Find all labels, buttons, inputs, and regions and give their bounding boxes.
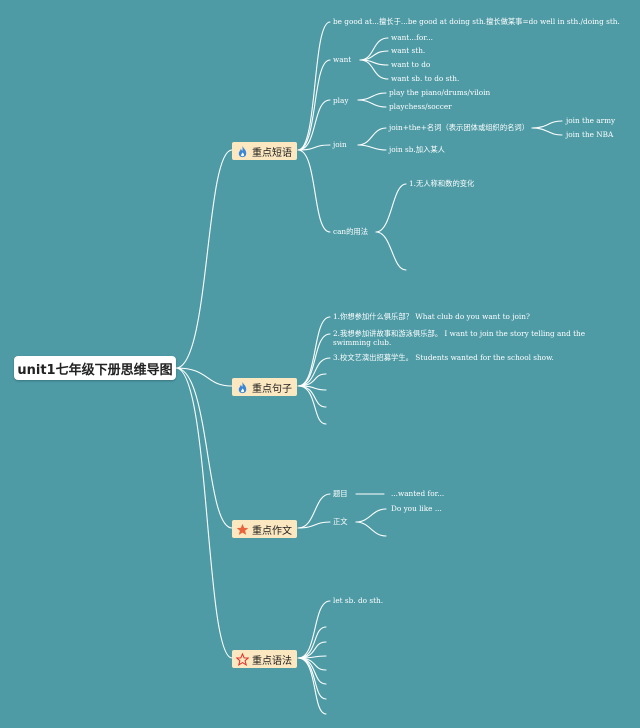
phrase-can-usage[interactable]: can的用法 <box>333 227 369 236</box>
phrase-want[interactable]: want <box>333 55 352 64</box>
topic-label: 重点作文 <box>252 525 292 537</box>
root-node[interactable]: unit1七年级下册思维导图 <box>14 356 176 380</box>
topic-key-sentences[interactable]: 重点句子 <box>232 378 297 396</box>
writing-body[interactable]: 正文 <box>333 517 348 526</box>
phrase-join[interactable]: join <box>333 140 347 149</box>
want-item[interactable]: want sb. to do sth. <box>391 74 460 83</box>
topic-key-grammar[interactable]: 重点语法 <box>232 650 297 668</box>
sentence-item[interactable]: 2.我想参加讲故事和游泳俱乐部。 I want to join the stor… <box>333 329 586 347</box>
topic-key-phrases[interactable]: 重点短语 <box>232 142 297 160</box>
play-item[interactable]: playchess/soccer <box>389 102 452 111</box>
writing-body-item[interactable]: Do you like ... <box>391 504 442 513</box>
want-item[interactable]: want to do <box>391 60 431 69</box>
topic-label: 重点句子 <box>252 383 292 395</box>
topic-key-writing[interactable]: 重点作文 <box>232 520 297 538</box>
grammar-item[interactable]: let sb. do sth. <box>333 596 384 605</box>
play-item[interactable]: play the piano/drums/viloin <box>389 88 491 97</box>
star-outline-icon <box>236 652 249 666</box>
writing-title[interactable]: 题目 <box>333 489 348 498</box>
can-item[interactable]: 1.无人称和数的变化 <box>409 179 475 188</box>
root-title: unit1七年级下册思维导图 <box>17 362 173 378</box>
flame-icon <box>238 145 247 157</box>
want-item[interactable]: want sth. <box>391 46 426 55</box>
phrase-play[interactable]: play <box>333 96 349 105</box>
topic-label: 重点语法 <box>252 655 292 667</box>
flame-icon <box>238 381 247 393</box>
want-item[interactable]: want...for... <box>391 33 433 42</box>
topic-label: 重点短语 <box>252 147 292 159</box>
join-the-item[interactable]: join the army <box>566 116 616 125</box>
phrase-be-good-at[interactable]: be good at...擅长于...be good at doing sth.… <box>333 17 620 26</box>
join-the-noun[interactable]: join+the+名词（表示团体或组织的名词） <box>389 123 530 132</box>
writing-title-item[interactable]: ...wanted for... <box>391 489 445 498</box>
sentence-item[interactable]: 1.你想参加什么俱乐部？ What club do you want to jo… <box>333 312 530 321</box>
star-icon <box>236 523 249 535</box>
sentence-item[interactable]: 3.校文艺演出招募学生。 Students wanted for the sch… <box>333 353 554 362</box>
join-the-item[interactable]: join the NBA <box>566 130 614 139</box>
join-sb[interactable]: join sb.加入某人 <box>389 145 445 154</box>
